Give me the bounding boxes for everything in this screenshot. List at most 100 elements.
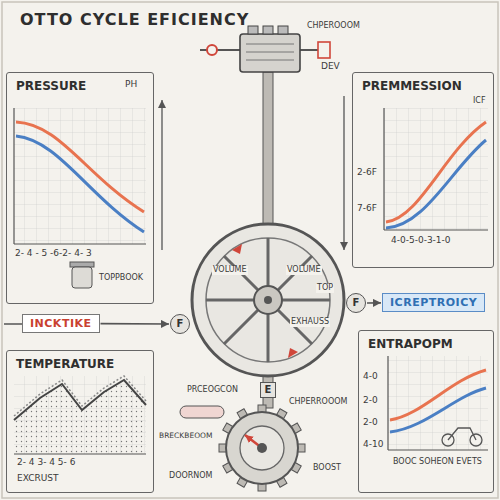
caption-note: BOOC SOHEON EVETS	[392, 458, 483, 467]
engine-block	[246, 44, 294, 45]
icon-label: TOPPBOOK	[98, 274, 144, 283]
chart-panel: PRESSURE	[6, 72, 154, 304]
pressure-chart	[13, 108, 14, 244]
shaft-box: E	[260, 382, 276, 398]
engine-block	[246, 60, 294, 61]
pressure-chart	[16, 136, 144, 232]
axis-numbers: 4-0	[362, 372, 379, 382]
engine-block	[200, 26, 330, 72]
axis-numbers: 7-6F	[356, 204, 378, 214]
flywheel	[282, 299, 330, 302]
capsule	[180, 406, 224, 418]
node-label: E	[265, 385, 272, 395]
port-circle: F	[346, 293, 366, 313]
flywheel	[288, 348, 298, 358]
axis-numbers: 2-0	[362, 418, 379, 428]
part-label: BOOST	[312, 464, 342, 473]
wheel-label: EXHAUSS	[290, 318, 330, 327]
flywheel	[264, 296, 272, 304]
node-label: PRESSURE	[10, 76, 92, 96]
axis-numbers: 2-0	[362, 396, 379, 406]
engine-block	[318, 42, 330, 58]
gear	[226, 412, 298, 484]
motor-sketch	[442, 428, 482, 446]
jar-icon	[70, 262, 94, 288]
part-label: CHPERROOOM	[288, 398, 348, 407]
premmession-chart	[386, 122, 486, 222]
axis-numbers: 4-10	[362, 440, 384, 450]
axis-numbers: 2- 4 3- 4 5- 6	[16, 458, 76, 468]
node-label: TEMPERATURE	[10, 354, 120, 374]
entropy-chart	[388, 356, 488, 450]
flywheel	[278, 310, 312, 344]
part-label: DOORNOM	[168, 472, 214, 481]
node-label: INCKTIKE	[30, 317, 92, 330]
output-arrow-box: ICREPTROICY	[382, 293, 485, 312]
node-label: F	[353, 298, 360, 308]
node-label: ENTRAPOPM	[362, 334, 459, 354]
flywheel	[232, 244, 242, 254]
flywheel	[206, 238, 330, 362]
wheel-label: TOP	[316, 284, 334, 293]
drive-shaft	[263, 72, 273, 224]
flywheel	[192, 224, 344, 376]
axis-numbers: 2-6F	[356, 168, 378, 178]
engine-block	[240, 34, 300, 72]
chart-panel: TEMPERATURE	[6, 350, 154, 493]
flywheel	[254, 286, 282, 314]
pressure-chart	[14, 108, 146, 244]
flywheel	[192, 224, 344, 376]
jar-icon	[70, 262, 94, 267]
node-label: F	[177, 319, 184, 329]
engine-block	[263, 26, 273, 34]
wheel-label: VOLUME	[286, 266, 322, 275]
guide-arrow	[343, 96, 344, 250]
temperature-chart	[14, 453, 146, 454]
part-label: DEV	[320, 62, 341, 72]
axis-label: ICF	[472, 97, 487, 106]
axis-numbers: 4-0-5-0-3-1-0	[390, 236, 452, 246]
part-label: PRCEOGCON	[186, 386, 239, 395]
flywheel	[267, 314, 270, 362]
premmession-chart	[386, 140, 486, 228]
temperature-chart	[14, 376, 146, 454]
feed-line	[4, 324, 22, 325]
entropy-chart	[387, 356, 388, 450]
gear	[257, 443, 267, 453]
premmession-chart	[384, 108, 488, 230]
connector-arrow	[101, 323, 169, 325]
jar-icon	[72, 267, 92, 288]
premmession-chart	[384, 108, 488, 230]
pressure-chart	[14, 108, 146, 244]
node-label: PREMMESSION	[356, 76, 468, 96]
feed-line	[4, 323, 22, 325]
temperature-chart	[14, 376, 146, 454]
engine-block	[246, 52, 294, 53]
diagram-title: OTTO CYCLE EFICIENCY	[20, 10, 249, 29]
gear	[240, 426, 284, 470]
entropy-chart	[390, 388, 486, 432]
flywheel	[224, 310, 258, 344]
engine-block	[300, 49, 318, 51]
node-label: ICREPTROICY	[390, 296, 477, 309]
part-label: CHPEROOOM	[306, 22, 361, 31]
temperature-chart	[14, 376, 146, 416]
flywheel	[267, 238, 270, 286]
engine-block	[207, 45, 217, 55]
chart-panel: ENTRAPOPM	[358, 330, 494, 493]
premmession-chart	[383, 108, 384, 230]
guide-arrow	[161, 100, 162, 250]
port-circle: F	[170, 314, 190, 334]
axis-numbers: 2- 4 - 5 -6-2- 4- 3	[14, 249, 93, 259]
temperature-chart	[14, 380, 146, 454]
axis-label: PH	[124, 80, 138, 90]
entropy-chart	[388, 356, 488, 450]
flywheel	[206, 299, 254, 302]
wheel-label: VOLUME	[212, 266, 248, 275]
premmession-chart	[384, 229, 488, 230]
engine-block	[248, 26, 258, 34]
pressure-chart	[16, 122, 144, 212]
part-label: BRECKBEOOM	[158, 432, 213, 440]
motor-sketch	[448, 428, 476, 440]
